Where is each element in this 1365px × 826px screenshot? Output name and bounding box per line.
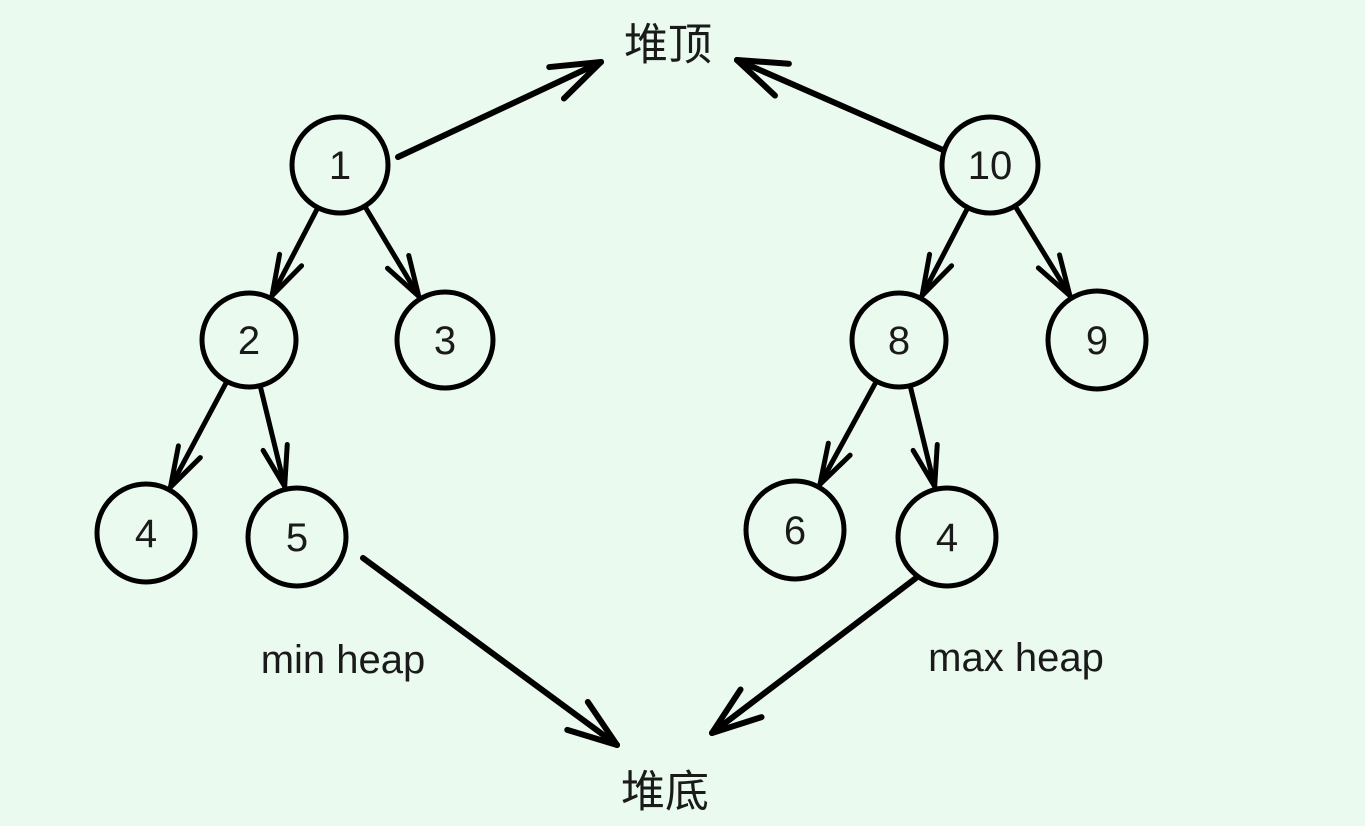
node-label-6: 6 xyxy=(784,509,806,553)
node-label-4: 4 xyxy=(135,512,157,556)
edge-2-to-4 xyxy=(167,380,229,490)
pointer-min-leaf-to-bottom xyxy=(360,555,620,748)
edge-10-to-8 xyxy=(919,206,970,299)
node-circle-4 xyxy=(895,485,999,589)
caption-heap-top: 堆顶 xyxy=(624,20,712,71)
edge-8-to-6-arrowhead-barb-1 xyxy=(817,440,831,487)
node-circle-1 xyxy=(289,114,391,216)
edge-8-to-6 xyxy=(817,380,878,487)
node-circle-8 xyxy=(849,290,949,390)
pointer-min-leaf-to-bottom-arrowhead-barb-1 xyxy=(564,726,620,748)
node-label-3: 3 xyxy=(434,319,456,363)
node-label-9: 9 xyxy=(1086,319,1108,363)
node-circle-6 xyxy=(743,478,847,582)
tree-node-max-heap-10[interactable]: 10 xyxy=(939,114,1041,216)
pointer-min-leaf-to-bottom-arrowhead-barb-2 xyxy=(584,698,620,748)
tree-node-max-heap-9[interactable]: 9 xyxy=(1045,288,1149,392)
edge-8-to-6-arrowhead-barb-2 xyxy=(817,452,853,487)
pointer-max-leaf-to-bottom xyxy=(709,575,919,736)
tree-node-min-heap-3[interactable]: 3 xyxy=(394,289,496,391)
edge-8-to-4-arrowhead-barb-1 xyxy=(910,447,938,489)
tree-node-min-heap-5[interactable]: 5 xyxy=(245,485,349,589)
pointer-max-root-to-top-arrowhead-barb-1 xyxy=(734,57,792,67)
edge-8-to-4-arrowhead-barb-2 xyxy=(932,442,940,489)
pointer-min-root-to-top-arrowhead-barb-1 xyxy=(560,59,604,102)
edge-10-to-8-arrowhead-barb-2 xyxy=(919,263,955,299)
edge-1-to-3-arrowhead-barb-2 xyxy=(406,252,422,299)
edge-1-to-2-arrowhead-barb-2 xyxy=(269,263,305,299)
node-circle-5 xyxy=(245,485,349,589)
tree-node-max-heap-8[interactable]: 8 xyxy=(849,290,949,390)
node-label-10: 10 xyxy=(968,144,1013,188)
edge-2-to-5-arrowhead-barb-1 xyxy=(260,447,288,489)
edge-10-to-9-arrowhead-barb-2 xyxy=(1057,252,1073,299)
node-circle-4 xyxy=(94,481,198,585)
tree-node-max-heap-4[interactable]: 4 xyxy=(895,485,999,589)
node-label-5: 5 xyxy=(286,516,308,560)
edge-10-to-9-arrowhead-barb-1 xyxy=(1035,265,1073,299)
edge-10-to-9 xyxy=(1013,205,1073,299)
caption-heap-bottom: 堆底 xyxy=(621,767,709,818)
pointer-max-root-to-top-arrowhead-barb-2 xyxy=(734,57,778,99)
pointer-min-root-to-top xyxy=(395,59,604,160)
caption-max-heap: max heap xyxy=(928,636,1104,680)
edge-2-to-5-arrowhead-barb-2 xyxy=(282,442,290,489)
node-circle-2 xyxy=(199,290,299,390)
caption-min-heap: min heap xyxy=(261,638,426,682)
edge-8-to-4 xyxy=(908,385,938,489)
node-label-2: 2 xyxy=(238,319,260,363)
node-label-8: 8 xyxy=(888,319,910,363)
edge-1-to-2 xyxy=(269,206,320,299)
tree-node-min-heap-2[interactable]: 2 xyxy=(199,290,299,390)
tree-node-min-heap-1[interactable]: 1 xyxy=(289,114,391,216)
edge-2-to-4-arrowhead-barb-1 xyxy=(167,443,181,490)
node-circle-3 xyxy=(394,289,496,391)
edge-2-to-5 xyxy=(258,385,288,489)
node-label-1: 1 xyxy=(329,144,351,188)
node-circle-10 xyxy=(939,114,1041,216)
node-circle-9 xyxy=(1045,288,1149,392)
edge-1-to-3 xyxy=(363,205,422,299)
pointer-max-root-to-top xyxy=(734,57,946,153)
pointer-max-leaf-to-bottom-arrowhead-barb-1 xyxy=(709,686,744,736)
edge-1-to-3-arrowhead-barb-1 xyxy=(384,265,422,299)
node-label-4: 4 xyxy=(936,516,958,560)
edge-10-to-8-arrowhead-barb-1 xyxy=(919,251,933,299)
tree-edges-layer xyxy=(167,205,1073,490)
tree-node-min-heap-4[interactable]: 4 xyxy=(94,481,198,585)
pointer-min-root-to-top-arrowhead-barb-2 xyxy=(546,59,604,71)
pointer-arrows-layer xyxy=(360,57,946,748)
pointer-max-leaf-to-bottom-arrowhead-barb-2 xyxy=(709,714,765,736)
edge-2-to-4-arrowhead-barb-2 xyxy=(167,455,203,490)
tree-nodes-layer: 1 2 3 4 5 10 8 9 6 4 xyxy=(94,114,1149,589)
tree-node-max-heap-6[interactable]: 6 xyxy=(743,478,847,582)
edge-1-to-2-arrowhead-barb-1 xyxy=(269,251,283,299)
